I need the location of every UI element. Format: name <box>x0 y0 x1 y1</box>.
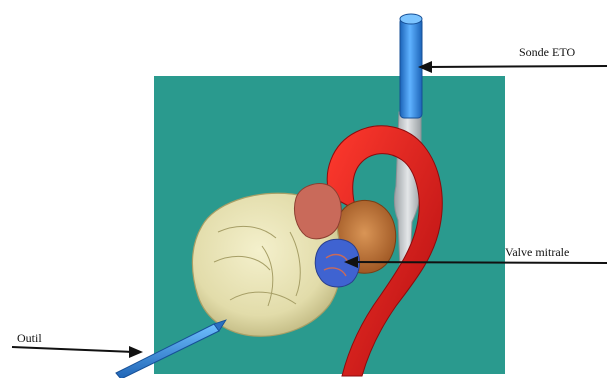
valve-mitrale-label: Valve mitrale <box>505 246 569 258</box>
eto-probe <box>400 18 422 118</box>
right-atrium <box>294 184 341 239</box>
outil-arrow-line <box>12 347 134 352</box>
outil-label: Outil <box>17 332 42 344</box>
outil-arrowhead <box>129 346 143 358</box>
valve-arrow-line <box>352 262 607 263</box>
eto-probe-tip <box>400 14 422 24</box>
sonde-eto-label: Sonde ETO <box>519 46 575 58</box>
sonde-arrow-line <box>426 66 607 67</box>
